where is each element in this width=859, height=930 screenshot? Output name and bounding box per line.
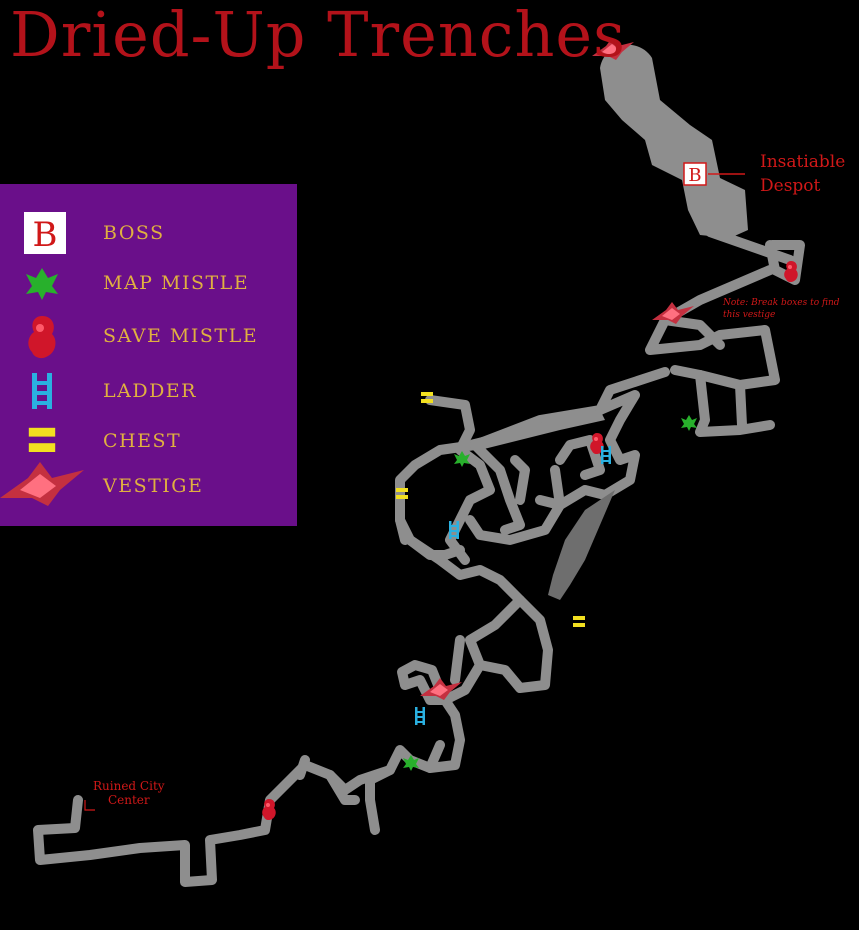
chest-icon	[28, 427, 56, 452]
map-title: Dried-Up Trenches	[10, 0, 626, 71]
map-mistle-marker-1[interactable]	[681, 415, 697, 431]
legend-row-chest: CHEST	[0, 416, 297, 466]
exit-arrow	[84, 800, 95, 811]
passage-mid-2	[535, 390, 640, 510]
legend-row-map-mistle: MAP MISTLE	[0, 258, 297, 308]
legend-row-vestige: VESTIGE	[0, 461, 297, 511]
exit-label-line1: Ruined City	[93, 779, 165, 793]
passage-mid-5	[465, 435, 605, 545]
legend-label-boss: BOSS	[103, 222, 165, 244]
passage-mid-6	[395, 515, 465, 560]
passage-mid	[395, 367, 670, 605]
exit-label-line2: Center	[107, 793, 150, 807]
legend-row-boss: B BOSS	[0, 208, 297, 258]
passage-mid-4	[470, 440, 530, 535]
exit-label: Ruined City Center	[93, 779, 165, 807]
ladder-marker-3[interactable]	[415, 707, 425, 725]
map-legend: B BOSS MAP MISTLE SAVE MISTLE LADDER	[0, 184, 297, 526]
boss-marker[interactable]: B	[683, 162, 707, 186]
passage-upper-2	[645, 265, 780, 390]
save-mistle-marker-1[interactable]	[784, 261, 798, 283]
passage-lower-5	[295, 755, 360, 805]
boss-icon: B	[24, 212, 66, 255]
boss-name-line2: Despot	[760, 176, 821, 196]
ladder-marker-1[interactable]	[601, 446, 611, 464]
vestige-note-line2: this vestige	[723, 310, 776, 320]
slope-area	[548, 490, 615, 600]
save-mistle-marker-3[interactable]	[262, 799, 276, 821]
vestige-note-line1: Note: Break boxes to find	[723, 298, 840, 308]
legend-row-save-mistle: SAVE MISTLE	[0, 311, 297, 361]
vestige-note: Note: Break boxes to find this vestige	[723, 297, 843, 321]
boss-marker-letter: B	[688, 165, 701, 186]
legend-label-vestige: VESTIGE	[103, 475, 204, 497]
legend-label-save-mistle: SAVE MISTLE	[103, 325, 259, 347]
legend-row-ladder: LADDER	[0, 366, 297, 416]
map-mistle-icon	[26, 268, 58, 300]
vestige-icon	[0, 462, 84, 506]
legend-label-ladder: LADDER	[103, 380, 197, 402]
passage-lower	[450, 595, 553, 693]
svg-text:B: B	[33, 215, 58, 255]
boss-cave	[600, 44, 748, 238]
legend-label-chest: CHEST	[103, 430, 182, 452]
legend-label-map-mistle: MAP MISTLE	[103, 272, 250, 294]
save-mistle-icon	[28, 316, 56, 359]
chest-marker-3[interactable]	[573, 616, 585, 627]
ladder-icon	[32, 373, 52, 409]
boss-name-label: Insatiable Despot	[760, 150, 859, 198]
boss-name-line1: Insatiable	[760, 152, 846, 172]
passage-lower-2	[397, 660, 485, 705]
upper-wide-area	[470, 410, 605, 450]
